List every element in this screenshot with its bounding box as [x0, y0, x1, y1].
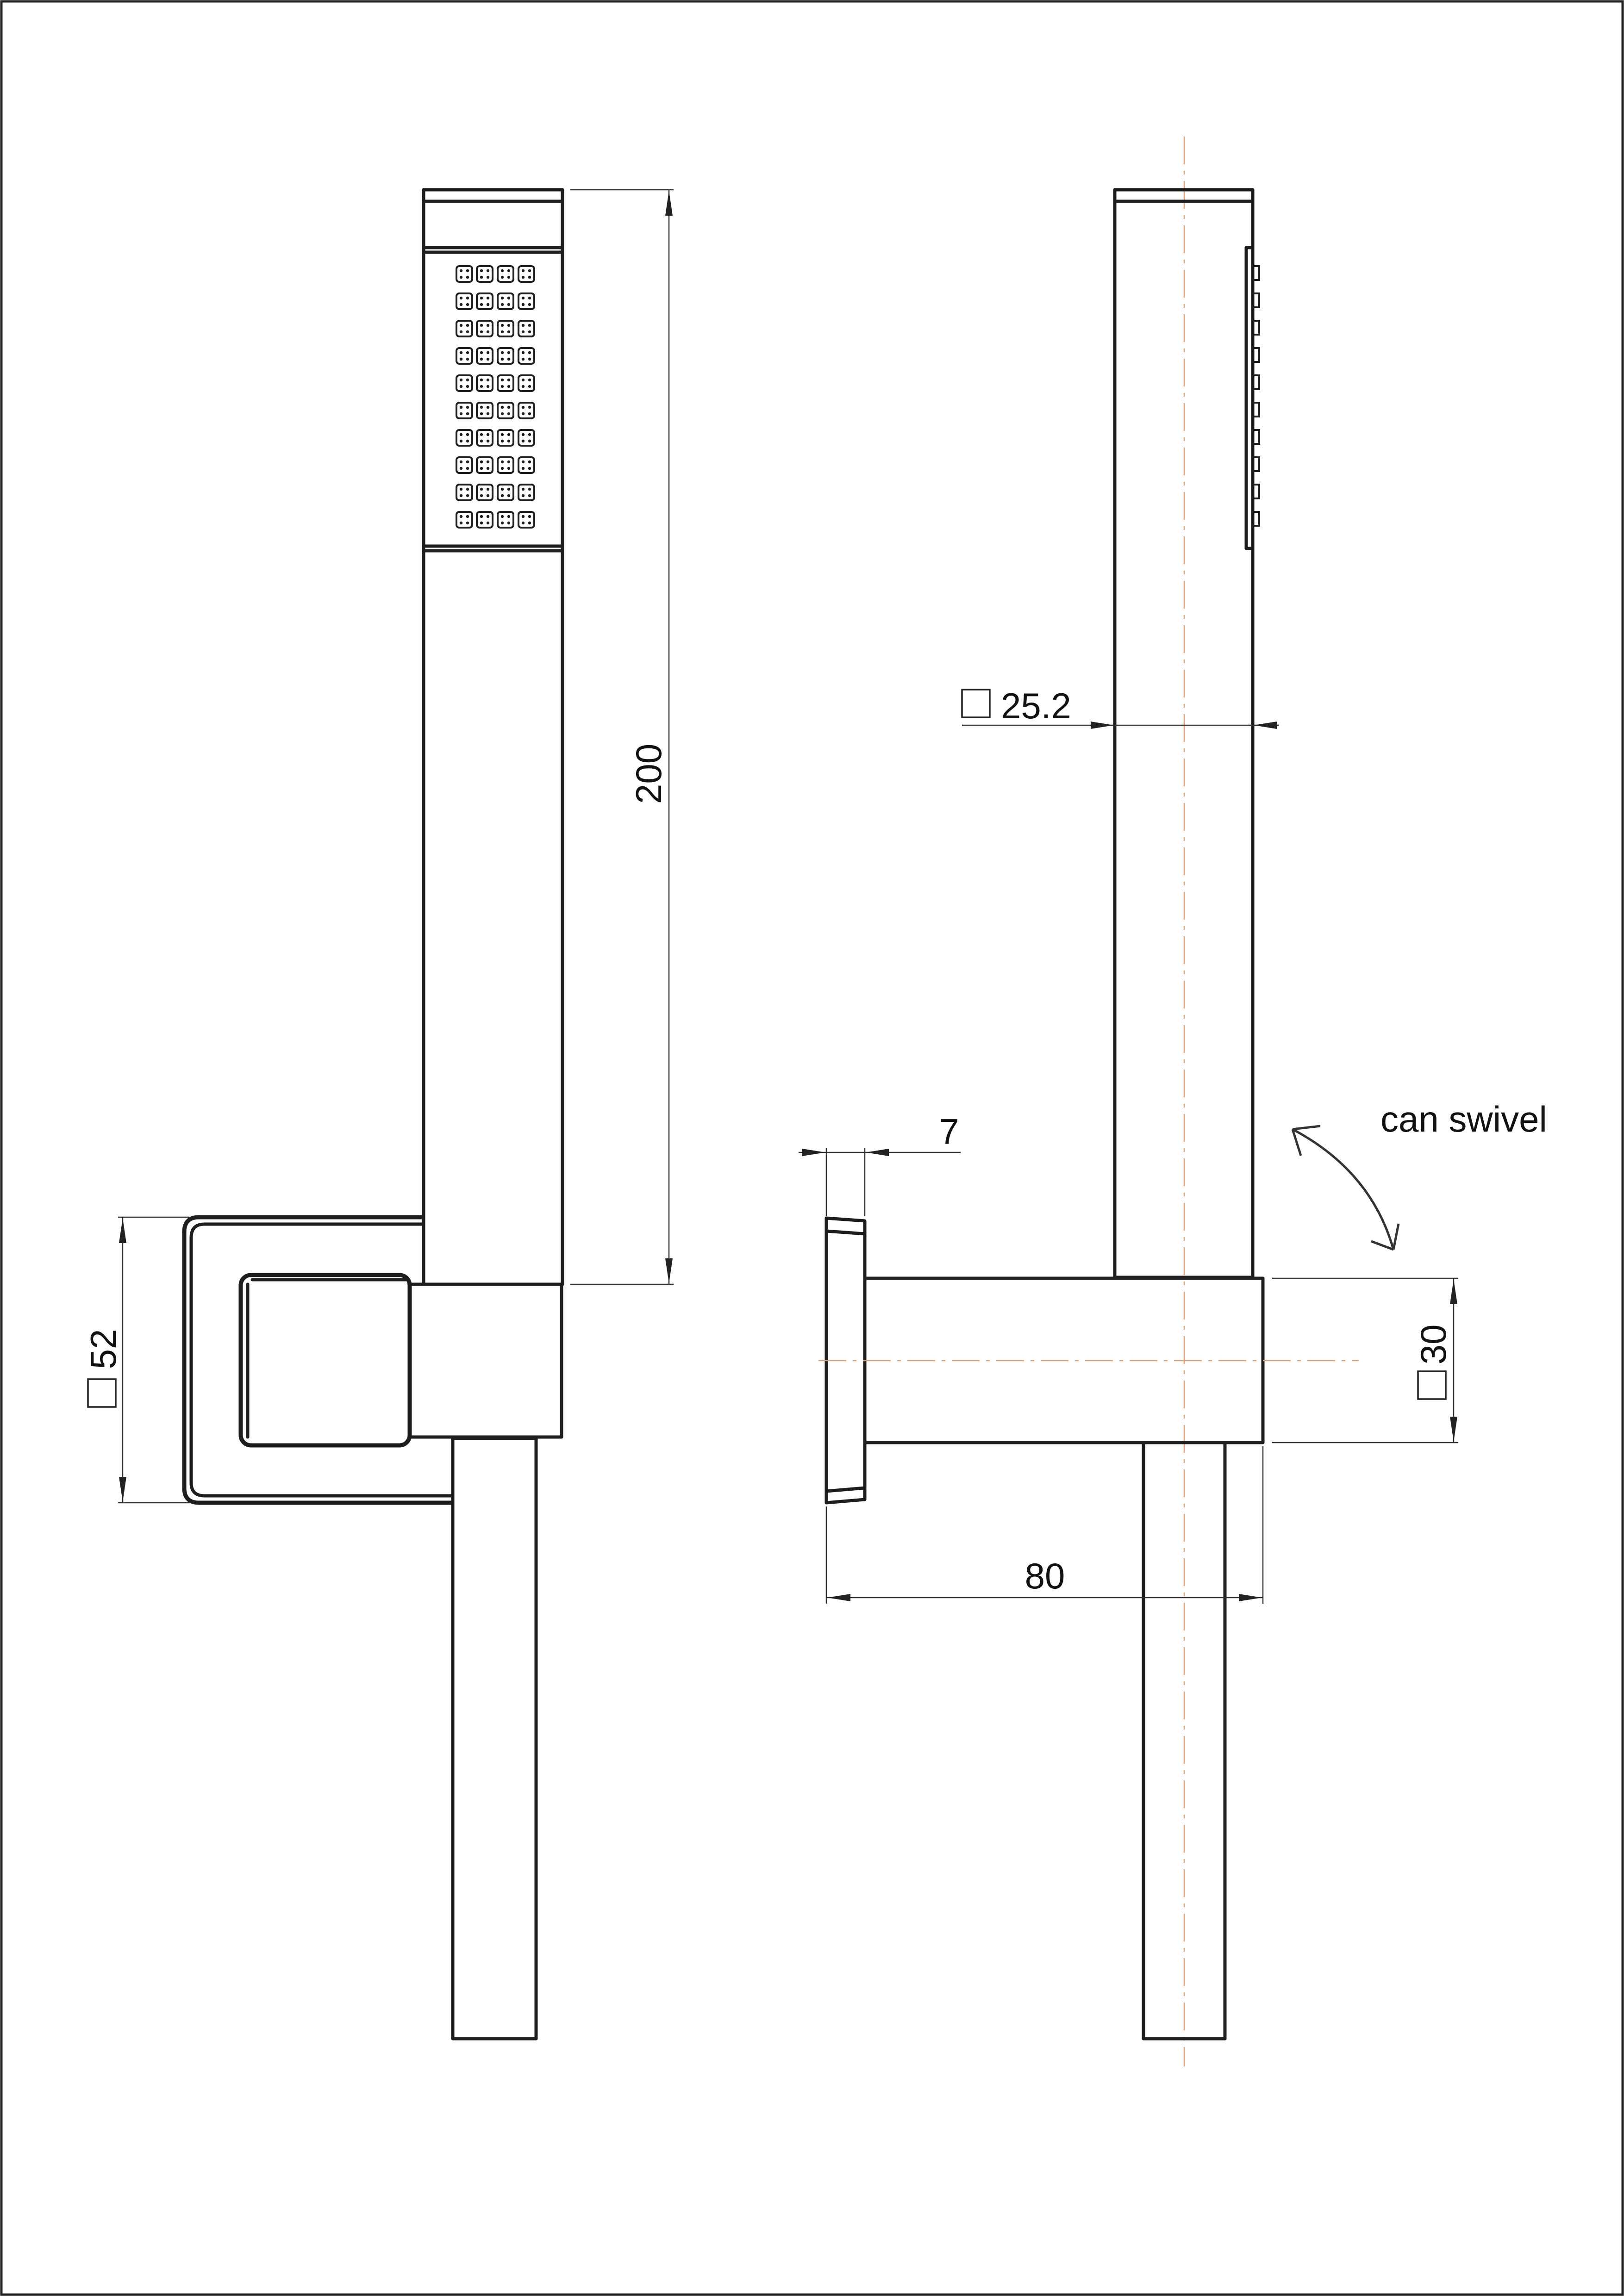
dimension-label-7: 7	[939, 1111, 959, 1152]
dimension-label-52: 52	[83, 1329, 124, 1369]
dimension-plate-7: 7	[799, 1111, 961, 1216]
square-symbol	[961, 689, 991, 718]
dimension-label-80: 80	[1025, 1556, 1065, 1596]
holder-square-inner	[246, 1278, 409, 1439]
wall-plate-inner-line	[189, 1222, 453, 1498]
side-view: 25.2 7 30 80	[799, 137, 1547, 2066]
dimension-plate-52: 52	[83, 1216, 190, 1504]
hose-side	[1142, 1442, 1227, 2041]
wall-plate-side	[824, 1216, 867, 1505]
holder-square	[238, 1273, 412, 1448]
dimension-label-200: 200	[628, 744, 669, 804]
front-view: 200 52	[83, 188, 674, 2041]
spray-nozzle-grid	[456, 265, 535, 529]
dimension-label-25-2: 25.2	[1001, 685, 1071, 726]
holder-block-front	[408, 1282, 563, 1439]
dimension-projection-80: 80	[825, 1446, 1264, 1604]
square-symbol	[1417, 1370, 1447, 1400]
hose-front	[451, 1437, 538, 2041]
square-symbol	[87, 1378, 117, 1408]
wall-plate-outline	[182, 1215, 451, 1505]
handset-side	[1113, 188, 1260, 1279]
dimension-section-25-2: 25.2	[961, 685, 1279, 729]
swivel-note: can swivel	[1380, 1099, 1547, 1139]
dimension-arm-30: 30	[1272, 1277, 1458, 1444]
dimension-length-200: 200	[570, 189, 674, 1285]
dimension-label-30: 30	[1413, 1325, 1454, 1365]
swivel-arrow	[1291, 1125, 1400, 1251]
